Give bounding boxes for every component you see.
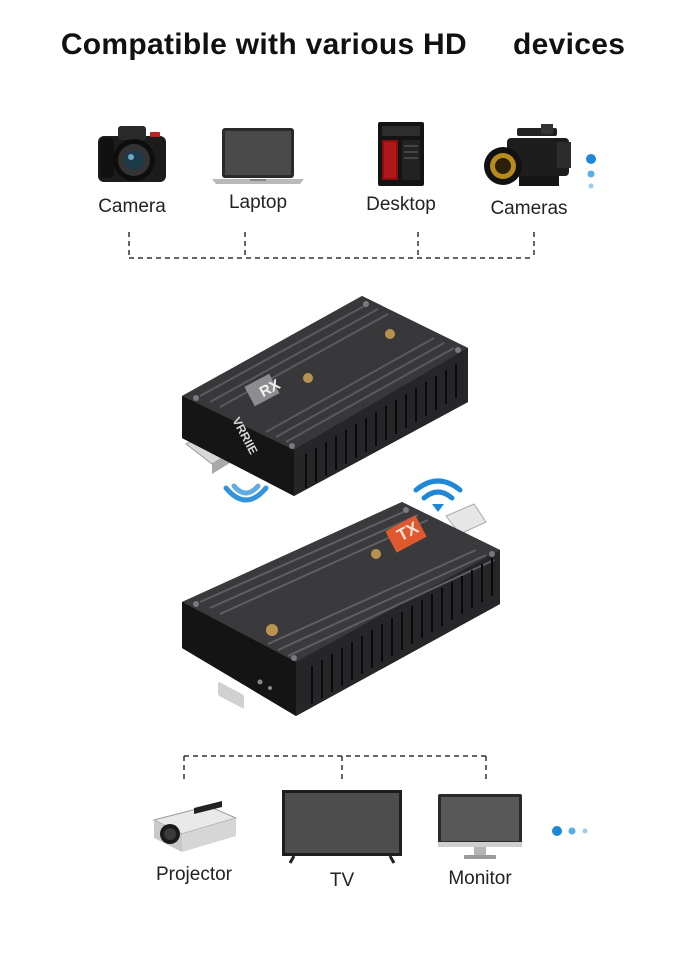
display-label: Projector [155, 864, 233, 885]
source-connector-lines [128, 232, 535, 259]
wifi-signal-icon [413, 478, 463, 512]
source-desktop: Desktop [356, 118, 446, 216]
title-left: Compatible with various HD [60, 28, 467, 61]
desktop-tower-icon [378, 122, 424, 186]
indicator-dot [587, 170, 595, 178]
laptop-icon [212, 128, 304, 184]
more-sources-indicator [586, 154, 596, 189]
page-title: Compatible with various HD devices [0, 28, 686, 62]
source-camera: Camera [86, 118, 178, 218]
monitor-icon [438, 794, 522, 859]
dslr-camera-icon [98, 126, 166, 182]
indicator-dot [582, 828, 588, 834]
source-label: Camera [98, 196, 166, 217]
indicator-dot [588, 183, 594, 189]
source-label: Laptop [228, 192, 288, 213]
indicator-dot [552, 826, 562, 836]
camcorder-icon [484, 124, 571, 186]
display-connector-lines [183, 755, 487, 782]
source-label: Desktop [366, 194, 436, 215]
display-tv: TV [280, 788, 404, 892]
display-monitor: Monitor [434, 792, 526, 890]
display-label: TV [329, 870, 355, 891]
title-right: devices [513, 28, 626, 61]
indicator-dot [568, 827, 576, 835]
usb-port [218, 682, 244, 709]
source-camcorder: Cameras [478, 122, 580, 220]
display-label: Monitor [448, 868, 512, 889]
source-laptop: Laptop [208, 124, 308, 214]
source-label: Cameras [490, 198, 568, 219]
transmitter-unit [182, 502, 500, 716]
wifi-signal-icon [223, 483, 269, 503]
projector-icon [152, 801, 238, 852]
receiver-unit: VRRIIE [182, 296, 468, 496]
tv-icon [282, 790, 402, 864]
more-displays-indicator [552, 826, 588, 836]
indicator-dot [586, 154, 596, 164]
display-projector: Projector [142, 798, 246, 886]
